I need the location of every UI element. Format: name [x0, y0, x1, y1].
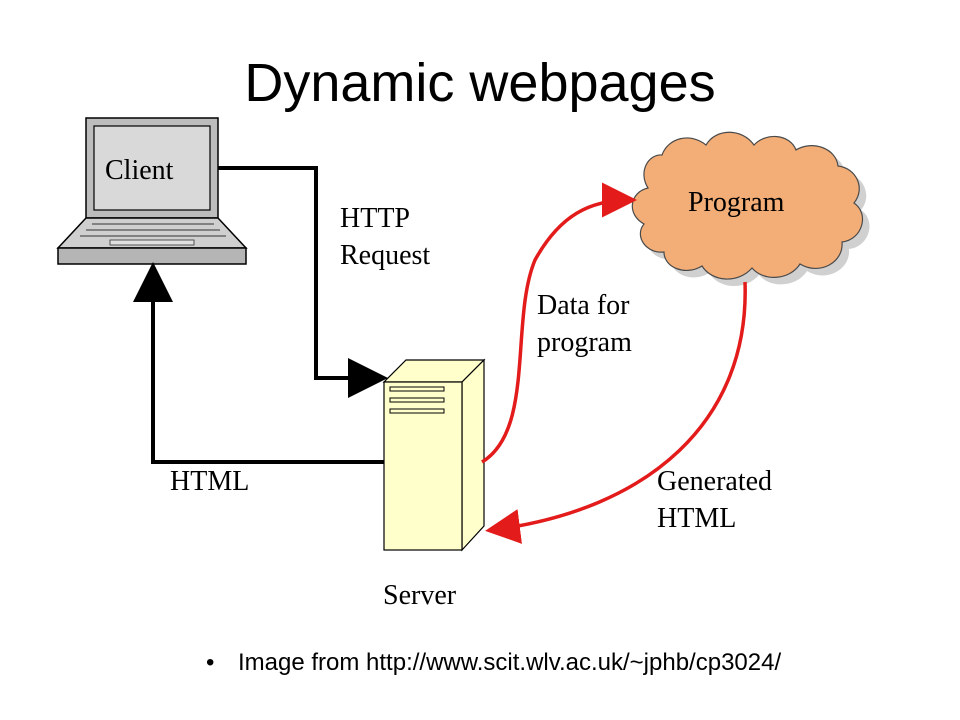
- program-label: Program: [688, 187, 785, 218]
- bullet-icon: •: [206, 649, 215, 676]
- footer-text: Image from http://www.scit.wlv.ac.uk/~jp…: [238, 649, 782, 676]
- client-laptop-icon: [56, 117, 248, 265]
- data-for-program-arrow: [481, 182, 637, 464]
- server-tower-icon: [382, 358, 486, 552]
- server-label: Server: [383, 580, 457, 611]
- data-for-program-label: Data for program: [537, 287, 632, 361]
- html-response-arrow: [133, 262, 384, 464]
- program-cloud-icon: [631, 131, 870, 287]
- html-label: HTML: [170, 466, 250, 497]
- http-request-label: HTTP Request: [340, 200, 430, 274]
- http-request-label-line: Request: [340, 240, 431, 271]
- client-label: Client: [105, 155, 174, 186]
- http-request-label-line: HTTP: [340, 203, 410, 234]
- generated-html-arrow: [485, 281, 747, 544]
- page-title: Dynamic webpages: [244, 53, 716, 113]
- data-for-program-label-line: program: [537, 327, 632, 358]
- generated-html-label-line: Generated: [657, 466, 773, 497]
- generated-html-label-line: HTML: [657, 503, 737, 534]
- http-request-arrow: [218, 166, 388, 398]
- generated-html-label: Generated HTML: [657, 463, 772, 537]
- footer-note: • Image from http://www.scit.wlv.ac.uk/~j…: [206, 648, 781, 678]
- data-for-program-label-line: Data for: [537, 290, 630, 321]
